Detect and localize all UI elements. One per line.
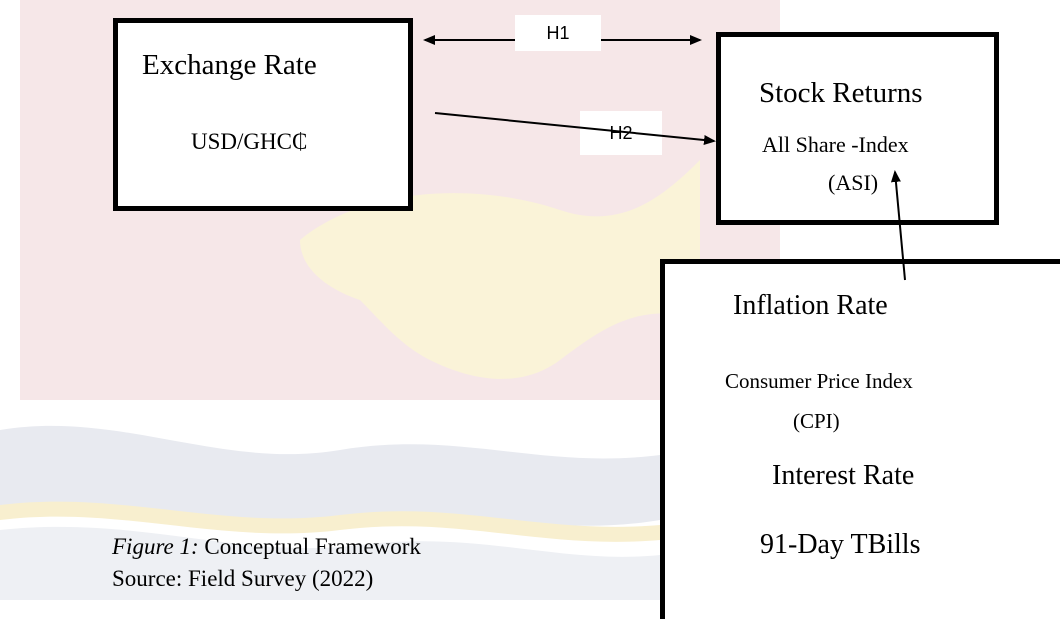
figure-caption-title: Conceptual Framework: [198, 534, 421, 559]
macro-to-asi-arrow: [890, 170, 906, 281]
cpi-abbrev: (CPI): [793, 409, 840, 433]
tbills-label: 91-Day TBills: [760, 529, 921, 560]
exchange-rate-subtitle: USD/GHC₵: [191, 129, 308, 154]
hypothesis-h1-label: H1: [515, 15, 601, 51]
hypothesis-h2-label: H2: [580, 111, 662, 155]
watermark-blue-wave-2: [0, 526, 660, 600]
figure-caption: Figure 1: Conceptual Framework: [112, 534, 421, 560]
watermark-eagle-shape: [300, 160, 700, 379]
watermark-blue-wave: [0, 425, 660, 526]
figure-source: Source: Field Survey (2022): [112, 566, 374, 591]
interest-rate-title: Interest Rate: [772, 460, 915, 491]
stock-returns-title: Stock Returns: [759, 77, 923, 109]
h1-text: H1: [546, 22, 570, 43]
stock-returns-index-label: All Share -Index: [762, 132, 909, 157]
relationship-arrows: [423, 35, 906, 281]
figure-caption-prefix: Figure 1:: [112, 534, 199, 559]
macro-variables-box: Inflation Rate Consumer Price Index (CPI…: [660, 259, 1060, 619]
inflation-rate-title: Inflation Rate: [733, 290, 888, 321]
h2-arrow: [434, 112, 716, 145]
stock-returns-box: Stock Returns All Share -Index (ASI): [716, 32, 999, 225]
watermark-yellow-wave: [0, 501, 660, 542]
stock-returns-index-abbrev: (ASI): [828, 170, 879, 195]
exchange-rate-title: Exchange Rate: [142, 49, 317, 81]
cpi-label: Consumer Price Index: [725, 369, 913, 393]
exchange-rate-box: Exchange Rate USD/GHC₵: [113, 18, 413, 211]
